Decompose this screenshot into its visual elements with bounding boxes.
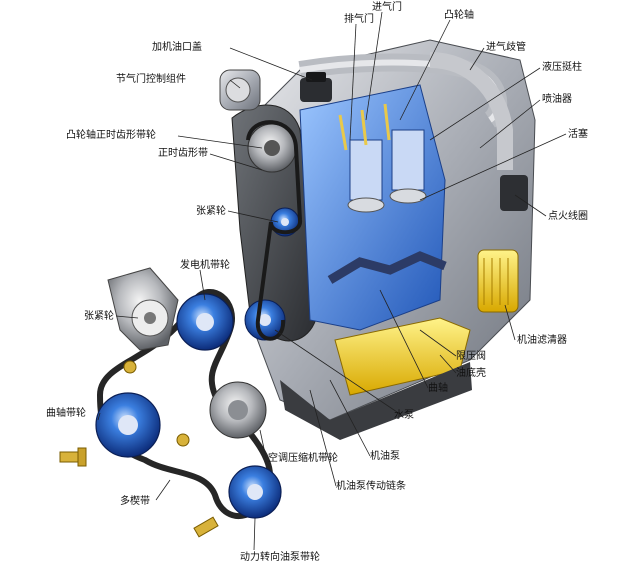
label-oil-pump-chain: 机油泵传动链条: [336, 479, 406, 492]
alternator-pulley: [176, 293, 234, 351]
bolt-icon: [59, 360, 219, 538]
intake-manifold-pipes: [298, 52, 513, 170]
ac-compressor-pulley: [209, 381, 267, 439]
label-ignition-coil: 点火线圈: [548, 209, 588, 222]
power-steering-pulley: [228, 465, 282, 519]
label-throttle-body: 节气门控制组件: [116, 72, 186, 85]
cam-timing-pulley: [247, 123, 297, 173]
label-timing-belt: 正时齿形带: [158, 147, 208, 159]
label-water-pump: 水泵: [394, 409, 414, 421]
labels: 排气门 进气门 凸轮轴 进气歧管 加机油口盖 节气门控制组件 液压挺柱 喷油器 …: [46, 0, 588, 563]
label-intake-manifold: 进气歧管: [486, 40, 526, 53]
label-alternator-pulley: 发电机带轮: [180, 258, 230, 271]
label-oil-filler-cap: 加机油口盖: [152, 40, 202, 53]
accessory-tensioner: [107, 267, 179, 351]
label-v-ribbed-belt: 多楔带: [120, 494, 150, 507]
crankshaft-pulley: [95, 392, 161, 458]
label-oil-pump: 机油泵: [370, 449, 400, 462]
throttle-body: [219, 69, 261, 111]
label-ac-compressor-pulley: 空调压缩机带轮: [268, 451, 338, 464]
label-relief-valve: 限压阀: [456, 349, 486, 362]
label-exhaust-valve: 排气门: [344, 12, 374, 25]
leader-lines: [97, 11, 567, 551]
label-tensioner-lower: 张紧轮: [84, 309, 114, 322]
label-piston: 活塞: [568, 127, 588, 140]
ignition-coil: [500, 175, 528, 211]
label-oil-pan: 油底壳: [456, 366, 486, 379]
label-oil-filter: 机油滤清器: [517, 333, 567, 346]
label-power-steering-pulley: 动力转向油泵带轮: [240, 550, 320, 563]
label-intake-valve: 进气门: [372, 0, 402, 13]
label-camshaft: 凸轮轴: [444, 8, 474, 21]
label-crankshaft: 曲轴: [428, 381, 448, 394]
label-cam-timing-pulley: 凸轮轴正时齿形带轮: [66, 128, 156, 141]
label-tensioner-upper: 张紧轮: [196, 204, 226, 217]
engine-block: [231, 39, 536, 440]
label-crank-pulley: 曲轴带轮: [46, 406, 86, 419]
timing-belt: [246, 120, 302, 341]
oil-filter: [477, 249, 519, 313]
label-injector: 喷油器: [542, 92, 572, 105]
label-hydraulic-lifter: 液压挺柱: [542, 60, 582, 73]
